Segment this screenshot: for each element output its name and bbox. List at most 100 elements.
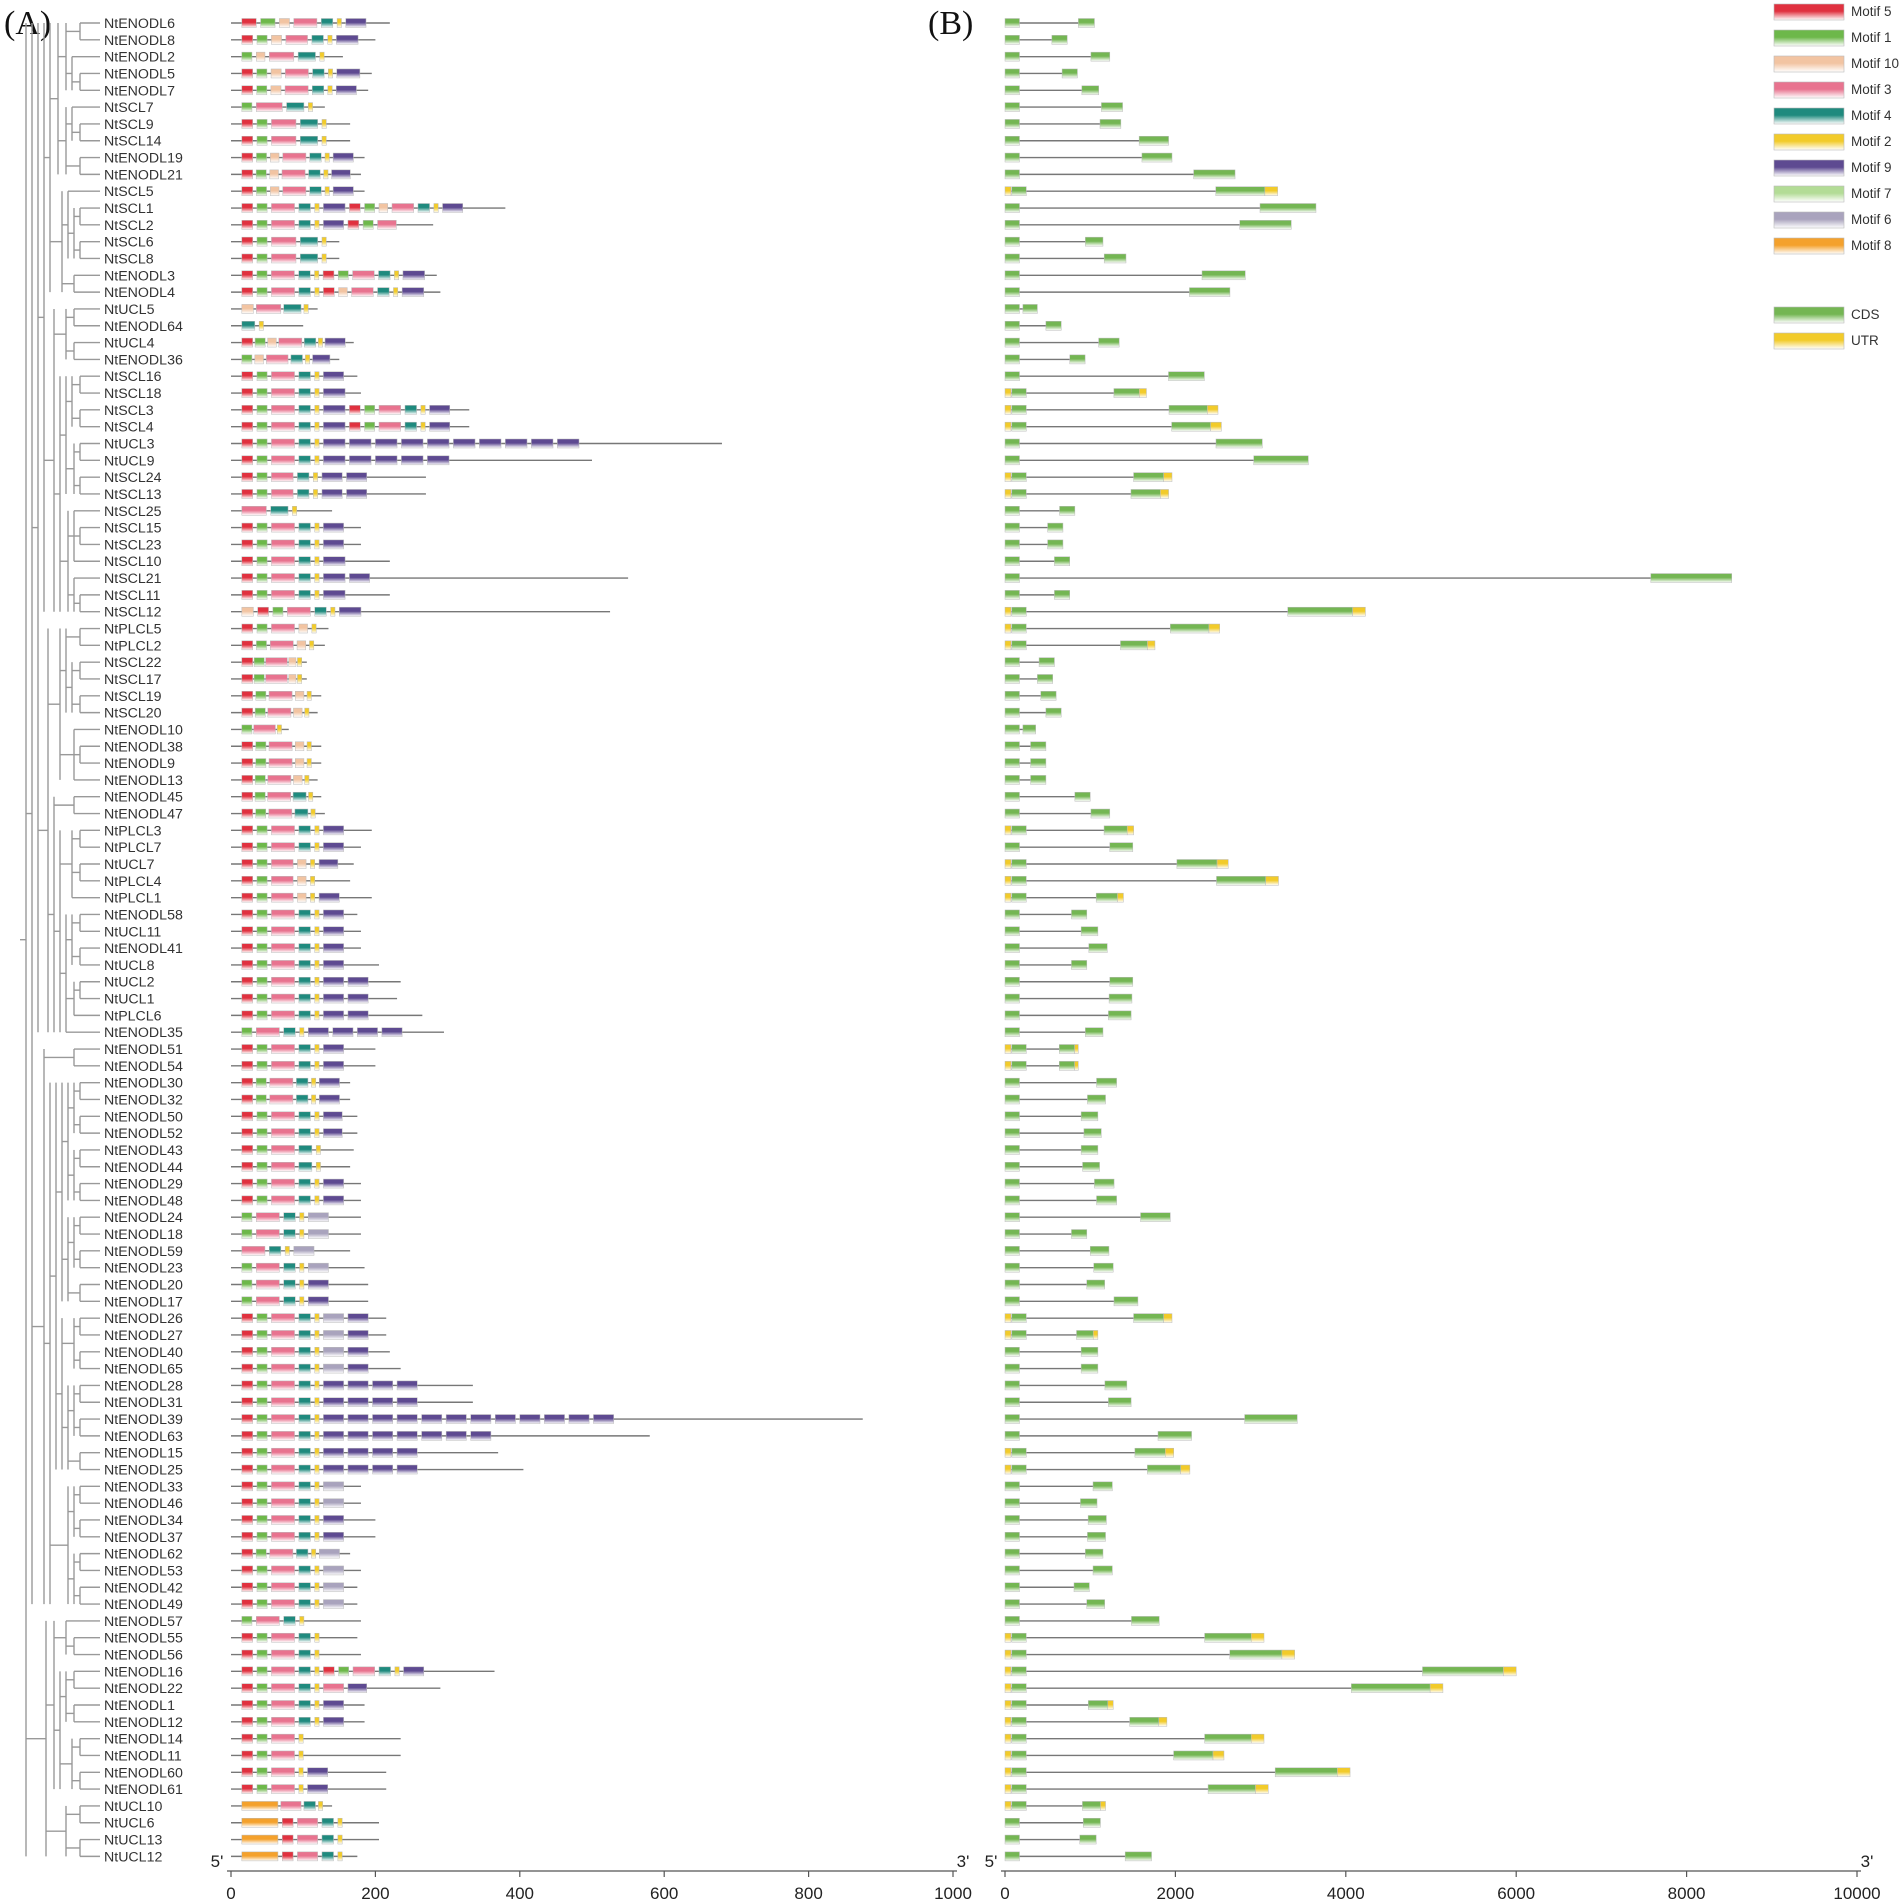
legend-label: Motif 9	[1851, 160, 1892, 175]
utr-box	[1004, 1330, 1012, 1340]
legend-label: Motif 4	[1851, 108, 1892, 123]
motif-2-box	[314, 1498, 320, 1508]
motif-3-box	[271, 1565, 295, 1576]
motif-5-box	[241, 859, 253, 869]
gene-label-ntucl5: NtUCL5	[104, 302, 155, 318]
motif-2-box	[309, 640, 315, 651]
motif-9-box	[347, 1447, 369, 1458]
motif-3-box	[271, 1498, 295, 1508]
motif-5-box	[241, 522, 253, 533]
motif-9-box	[347, 1380, 369, 1391]
motif-2-box	[321, 253, 327, 264]
motif-3-box	[271, 1784, 295, 1794]
motif-5-box	[241, 993, 253, 1004]
motif-9-box	[335, 85, 357, 96]
motif-2-box	[258, 321, 264, 331]
gene-label-ntenodl56: NtENODL56	[104, 1648, 183, 1664]
motif-1-box	[255, 691, 267, 701]
gene-label-ntenodl39: NtENODL39	[104, 1412, 183, 1428]
cds-box	[1004, 270, 1020, 281]
cds-box	[1239, 220, 1292, 230]
motif-5-box	[241, 438, 253, 449]
motif-panel	[231, 18, 863, 1862]
motif-2-box	[310, 876, 316, 886]
motif-5-box	[241, 472, 253, 482]
motif-1-box	[364, 421, 375, 432]
motif-9-box	[347, 1414, 369, 1424]
cds-box	[1078, 18, 1095, 28]
motif-9-box	[453, 438, 476, 449]
motif-5-box	[323, 1666, 335, 1677]
cds-box	[1011, 1061, 1027, 1071]
motif-9-box	[331, 169, 351, 180]
motif-5-box	[241, 926, 253, 937]
motif-5-box	[241, 1397, 253, 1407]
cds-box	[1047, 522, 1064, 533]
cds-box	[1215, 438, 1263, 449]
motif-4-box	[283, 1279, 296, 1290]
motif-5-box	[241, 1666, 253, 1677]
motif-5-box	[241, 775, 253, 785]
motif-4-box	[298, 539, 311, 550]
gene-label-ntenodl54: NtENODL54	[104, 1059, 183, 1075]
gene-label-ntplcl6: NtPLCL6	[104, 1008, 162, 1024]
utr-box	[1004, 859, 1012, 869]
motif-4-box	[298, 1195, 311, 1206]
motif-9-box	[323, 405, 346, 415]
motif-3-box	[269, 1077, 294, 1088]
motif-3-box	[256, 1296, 280, 1307]
motif-5-box	[241, 388, 253, 398]
motif-1-box	[256, 1347, 268, 1357]
motif-5-box	[241, 1447, 253, 1458]
motif-10-box	[288, 657, 297, 667]
cds-box	[1120, 640, 1148, 651]
cds-box	[1650, 573, 1733, 583]
motif-10-box	[241, 304, 254, 314]
motif-2-box	[337, 1834, 343, 1845]
tick-label: 200	[361, 1884, 389, 1903]
cds-box	[1351, 1683, 1431, 1693]
motif-3-box	[271, 421, 295, 432]
cds-box	[1170, 623, 1210, 634]
motif-2-box	[314, 1666, 320, 1677]
motif-5-box	[241, 489, 253, 499]
motif-9-box	[323, 842, 344, 852]
motif-5-box	[241, 1195, 253, 1206]
motif-2-box	[314, 287, 320, 297]
motif-2-box	[318, 337, 323, 348]
gene-label-ntenodl12: NtENODL12	[104, 1715, 183, 1731]
motif-4-box	[298, 1565, 311, 1576]
motif-2-box	[330, 606, 336, 617]
motif-6-box	[323, 1582, 344, 1593]
cds-box	[1071, 909, 1088, 920]
cds-box	[1004, 51, 1020, 62]
motif-2-box	[314, 1128, 320, 1138]
gene-label-ntenodl19: NtENODL19	[104, 151, 183, 167]
motif-5-box	[241, 18, 257, 28]
cds-box	[1140, 1212, 1171, 1222]
cds-box	[1004, 556, 1020, 566]
motif-1-box	[256, 1700, 268, 1710]
gene-label-ntscl1: NtSCL1	[104, 201, 154, 217]
motif-2-box	[336, 18, 342, 28]
gene-label-ntenodl43: NtENODL43	[104, 1143, 183, 1159]
motif-9-box	[347, 1363, 369, 1374]
motif-1-box	[256, 1784, 268, 1794]
motif-9-box	[323, 926, 344, 937]
motif-1-box	[241, 1212, 253, 1222]
motif-3-box	[378, 421, 401, 432]
gene-label-ntscl7: NtSCL7	[104, 100, 154, 116]
motif-4-box	[308, 169, 321, 180]
gene-label-ntscl22: NtSCL22	[104, 655, 162, 671]
cds-box	[1098, 337, 1120, 348]
motif-9-box	[323, 1380, 344, 1391]
motif-4-box	[298, 556, 311, 566]
motif-6-box	[308, 1229, 329, 1239]
motif-2-box	[276, 724, 282, 735]
motif-4-box	[300, 236, 318, 247]
motif-4-box	[309, 186, 322, 196]
cds-box	[1004, 203, 1020, 213]
motif-2-box	[324, 152, 330, 163]
motif-2-box	[314, 926, 320, 937]
motif-2-box	[314, 1414, 320, 1424]
